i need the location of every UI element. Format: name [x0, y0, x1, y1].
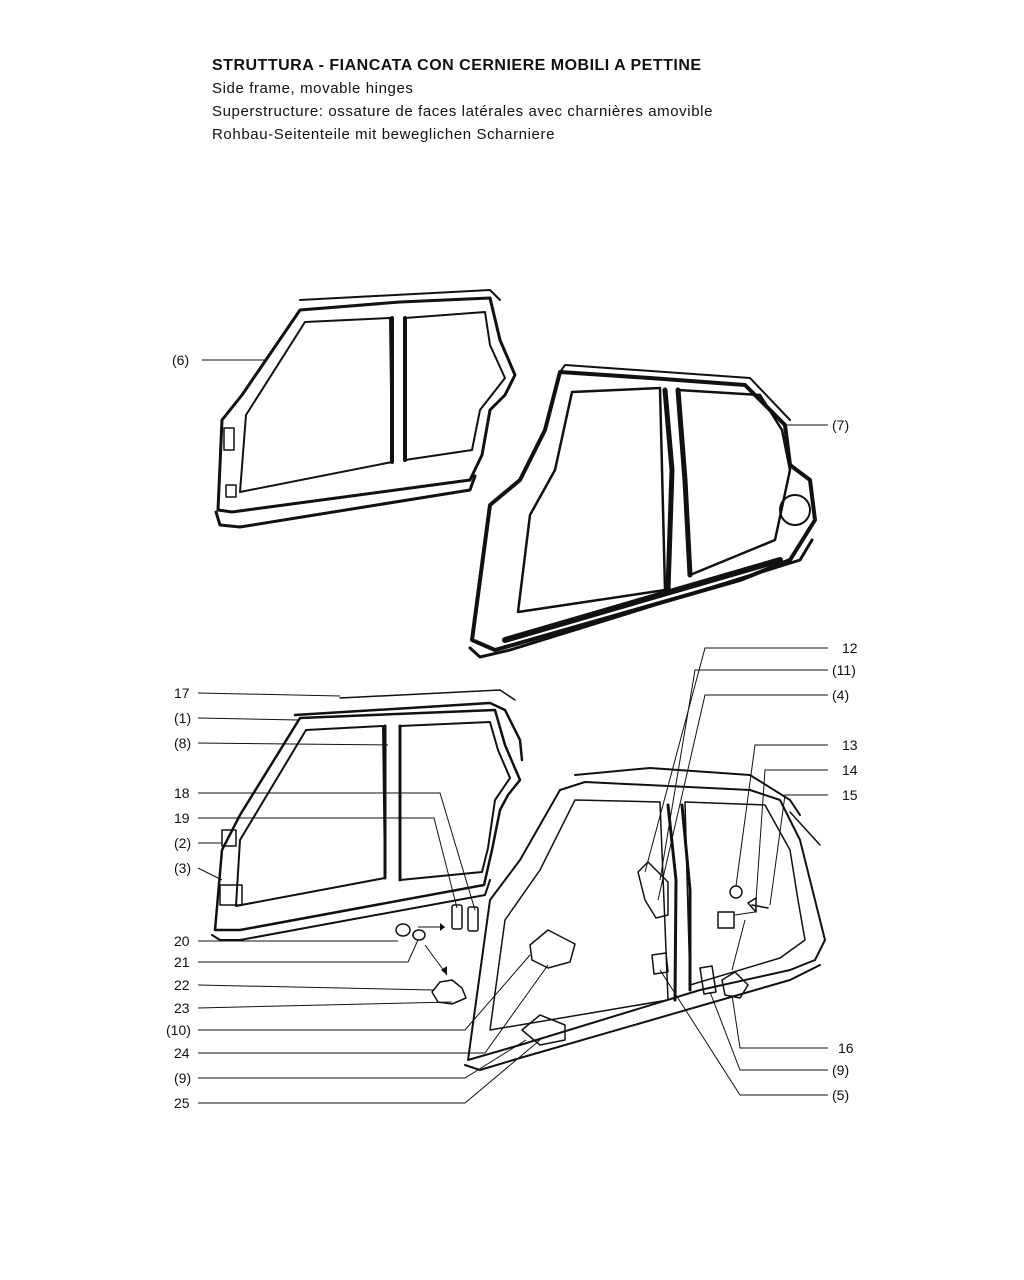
label-15: 15: [842, 787, 858, 803]
label-20: 20: [174, 933, 190, 949]
leader-lines: [197, 359, 828, 1104]
bolt-14: [747, 897, 769, 913]
label-1: (1): [174, 710, 191, 726]
label-22: 22: [174, 977, 190, 993]
label-3: (3): [174, 860, 191, 876]
label-7: (7): [832, 417, 849, 433]
label-25: 25: [174, 1095, 190, 1111]
hinge-parts: [395, 861, 769, 1046]
label-13: 13: [842, 737, 858, 753]
label-9-right: (9): [832, 1062, 849, 1078]
hinge-25: [521, 1014, 566, 1046]
label-17: 17: [174, 685, 190, 701]
side-frame-6: [214, 289, 517, 529]
title: STRUTTURA - FIANCATA CON CERNIERE MOBILI…: [212, 57, 702, 74]
label-23: 23: [174, 1000, 190, 1016]
washer-21: [412, 929, 426, 941]
label-4: (4): [832, 687, 849, 703]
label-16: 16: [838, 1040, 854, 1056]
subtitle-en: Side frame, movable hinges: [212, 80, 414, 97]
washer-13: [729, 885, 743, 899]
side-frame-lower-right: [464, 767, 826, 1071]
hinge-10: [529, 929, 576, 969]
label-21: 21: [174, 954, 190, 970]
label-19: 19: [174, 810, 190, 826]
label-14: 14: [842, 762, 858, 778]
hinge-22-23: [431, 979, 467, 1005]
hinge-5: [651, 952, 669, 975]
label-6: (6): [172, 352, 189, 368]
label-12: 12: [842, 640, 858, 656]
label-2: (2): [174, 835, 191, 851]
hinge-9-right: [699, 965, 717, 995]
label-9-left: (9): [174, 1070, 191, 1086]
label-18: 18: [174, 785, 190, 801]
part-labels: (6) (7) 17 (1) (8) 18 19 (2) (3) 20 21 2…: [166, 352, 858, 1111]
label-11: (11): [832, 662, 856, 678]
label-24: 24: [174, 1045, 190, 1061]
header: STRUTTURA - FIANCATA CON CERNIERE MOBILI…: [212, 54, 713, 146]
subtitle-de: Rohbau-Seitenteile mit beweglichen Schar…: [212, 126, 556, 143]
subtitle-fr: Superstructure: ossature de faces latéra…: [212, 103, 714, 120]
hinge-plate-19: [451, 904, 463, 930]
hinge-16: [717, 911, 735, 929]
washer-20: [395, 923, 411, 937]
label-5: (5): [832, 1087, 849, 1103]
side-frame-lower-left: [211, 689, 524, 941]
label-8: (8): [174, 735, 191, 751]
hinge-plate-18: [467, 906, 479, 932]
side-frame-7: [468, 364, 817, 659]
label-10: (10): [166, 1022, 191, 1038]
